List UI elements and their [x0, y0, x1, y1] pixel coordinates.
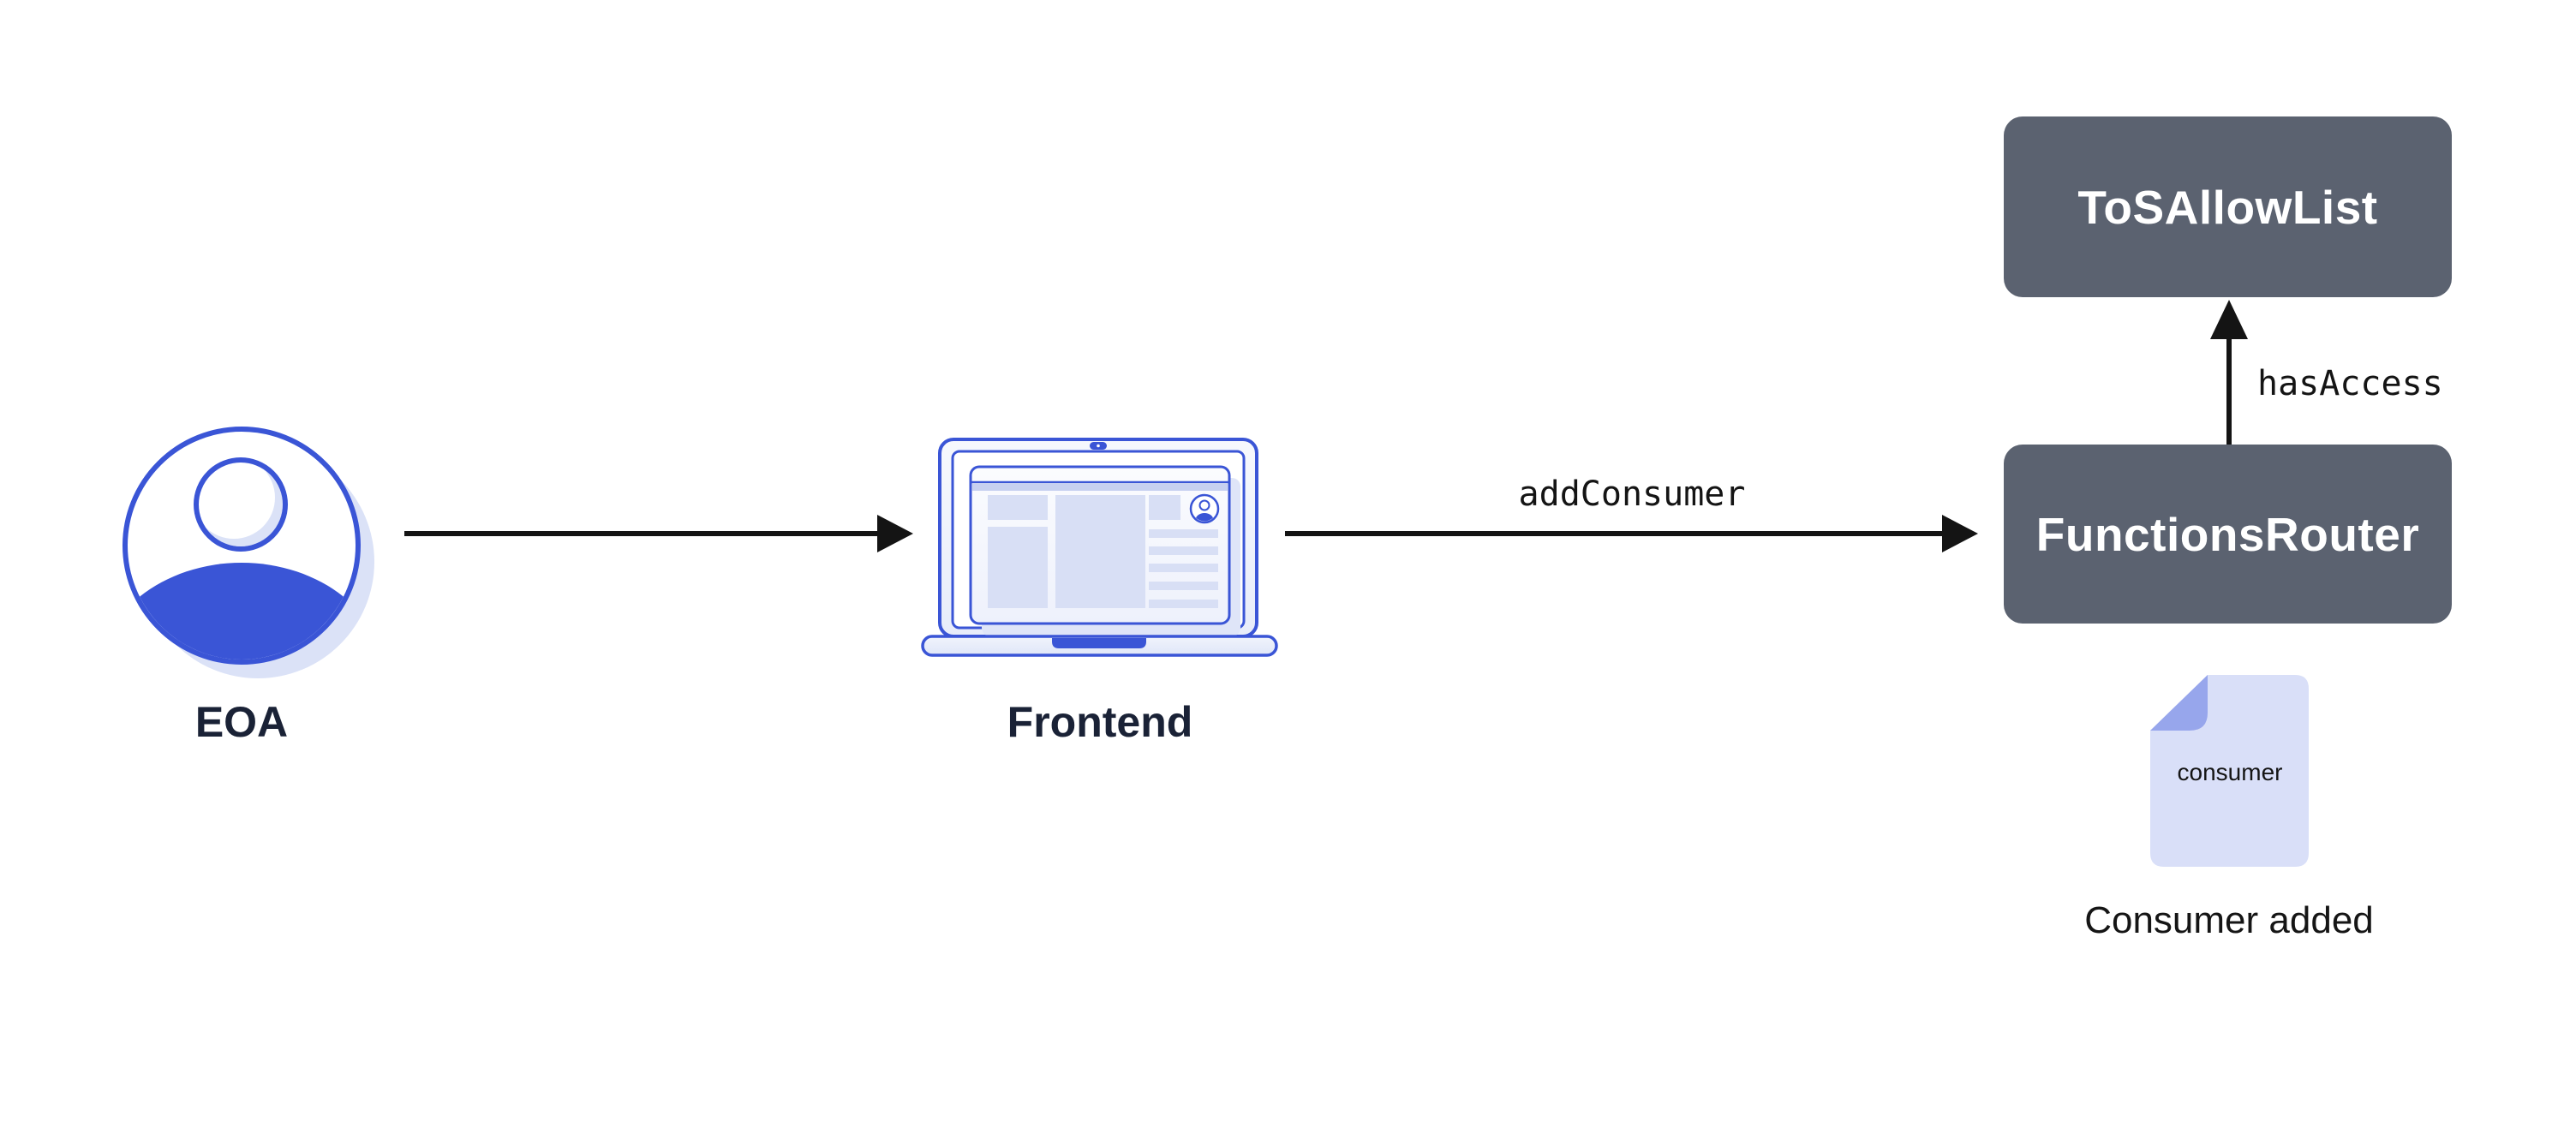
arrow-functionsrouter-to-tosallowlist [2210, 300, 2248, 445]
edge-label-addconsumer: addConsumer [1518, 475, 1746, 514]
functionsrouter-label: FunctionsRouter [2035, 507, 2420, 561]
edge-label-hasaccess: hasAccess [2257, 364, 2443, 403]
laptop-icon [921, 438, 1278, 657]
browser-toolbar [972, 483, 1228, 491]
avatar-head [199, 463, 283, 546]
frontend-label: Frontend [1007, 698, 1193, 746]
document-icon: consumer [2150, 675, 2309, 867]
user-avatar-icon [123, 427, 374, 678]
consumer-added-label: Consumer added [2084, 899, 2374, 941]
laptop-notch [1052, 638, 1146, 648]
eoa-label: EOA [194, 698, 289, 746]
document-fold [2150, 675, 2208, 731]
arrow-frontend-to-functionsrouter [1285, 515, 1978, 552]
tosallowlist-label: ToSAllowList [2077, 180, 2378, 234]
document-text: consumer [2178, 759, 2283, 785]
mini-user-icon [1189, 493, 1220, 524]
avatar-shoulders [128, 563, 356, 660]
node-tosallowlist: ToSAllowList [2004, 116, 2452, 297]
browser-content-blocks [988, 495, 1218, 608]
arrow-eoa-to-frontend [404, 515, 913, 552]
node-functionsrouter: FunctionsRouter [2004, 445, 2452, 624]
